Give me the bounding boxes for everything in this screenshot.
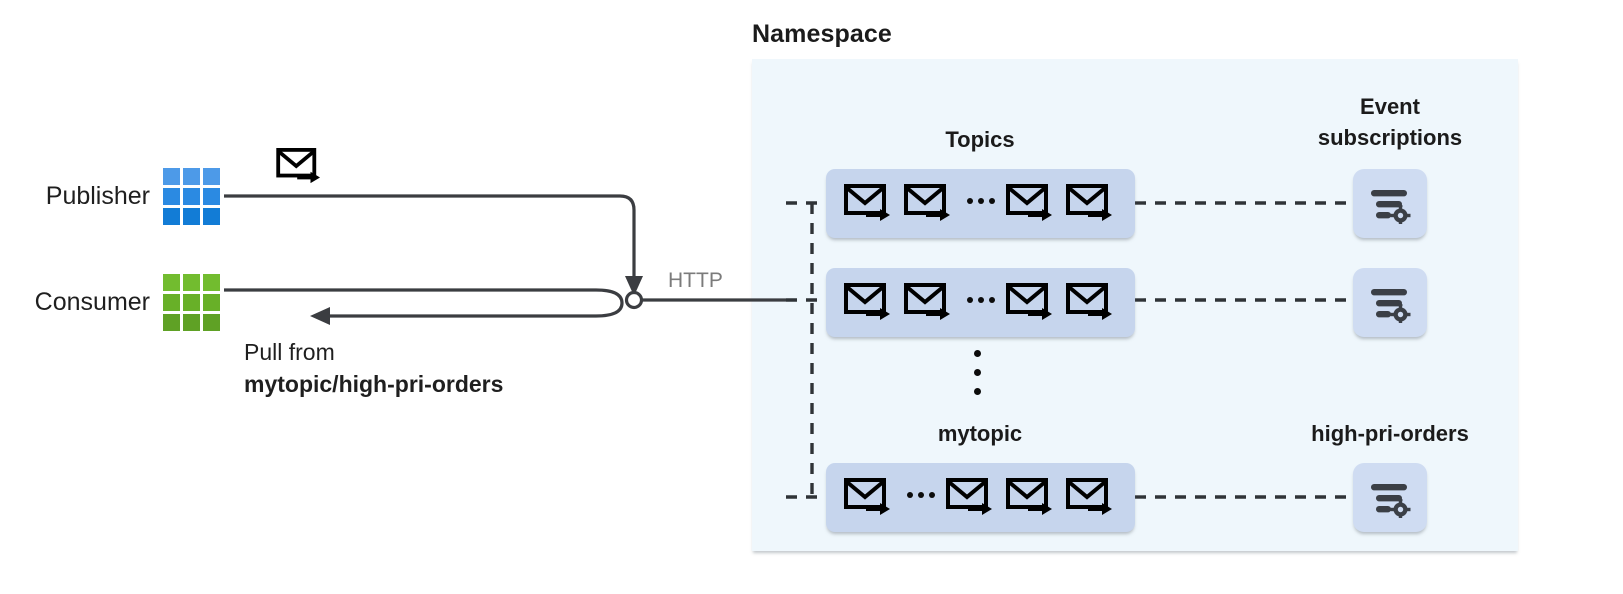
messages-ellipsis xyxy=(904,491,938,504)
envelope-arrow-icon xyxy=(945,477,992,515)
pull-from-line2: mytopic/high-pri-orders xyxy=(244,370,504,397)
envelope-arrow-icon xyxy=(903,183,950,221)
envelope-arrow-icon xyxy=(843,183,890,221)
topic-row-2-box[interactable] xyxy=(826,268,1135,337)
event-subscriptions-heading-line2: subscriptions xyxy=(1317,125,1463,151)
consumer-grid-icon xyxy=(163,274,220,331)
http-junction-node xyxy=(624,290,644,310)
event-subscriptions-column-heading: Event subscriptions xyxy=(1270,91,1510,153)
envelope-arrow-icon xyxy=(903,282,950,320)
topics-vertical-ellipsis xyxy=(974,350,981,395)
publish-envelope-arrow-icon xyxy=(276,148,320,184)
topics-column-heading: Topics xyxy=(945,127,1015,152)
envelope-arrow-icon xyxy=(1005,477,1052,515)
envelope-arrow-icon xyxy=(1065,282,1112,320)
http-protocol-label: HTTP xyxy=(668,269,723,292)
envelope-arrow-icon xyxy=(843,282,890,320)
event-subscriptions-heading-line1: Event xyxy=(1360,94,1420,119)
consumer-label: Consumer xyxy=(34,288,150,316)
messages-ellipsis xyxy=(964,197,998,210)
topic-name-label: mytopic xyxy=(937,421,1023,446)
envelope-arrow-icon xyxy=(843,477,890,515)
filter-gear-icon xyxy=(1371,288,1411,323)
namespace-title: Namespace xyxy=(752,20,892,48)
filter-gear-icon xyxy=(1371,189,1411,224)
publisher-grid-icon xyxy=(163,168,220,225)
pull-arrowhead xyxy=(310,307,330,325)
topic-row-1-box[interactable] xyxy=(826,169,1135,238)
event-subscription-tile-3[interactable] xyxy=(1353,463,1427,532)
topic-row-3-box[interactable] xyxy=(826,463,1135,532)
event-subscription-tile-2[interactable] xyxy=(1353,268,1427,337)
pull-from-note: Pull from mytopic/high-pri-orders xyxy=(244,337,664,400)
filter-gear-icon xyxy=(1371,483,1411,518)
publish-arrowhead xyxy=(625,276,643,296)
envelope-arrow-icon xyxy=(1065,477,1112,515)
envelope-arrow-icon xyxy=(1005,282,1052,320)
subscription-name-label: high-pri-orders xyxy=(1311,421,1469,446)
event-subscription-tile-1[interactable] xyxy=(1353,169,1427,238)
messages-ellipsis xyxy=(964,296,998,309)
envelope-arrow-icon xyxy=(1005,183,1052,221)
publisher-label: Publisher xyxy=(45,182,150,210)
pull-from-line1: Pull from xyxy=(244,339,335,365)
envelope-arrow-icon xyxy=(1065,183,1112,221)
